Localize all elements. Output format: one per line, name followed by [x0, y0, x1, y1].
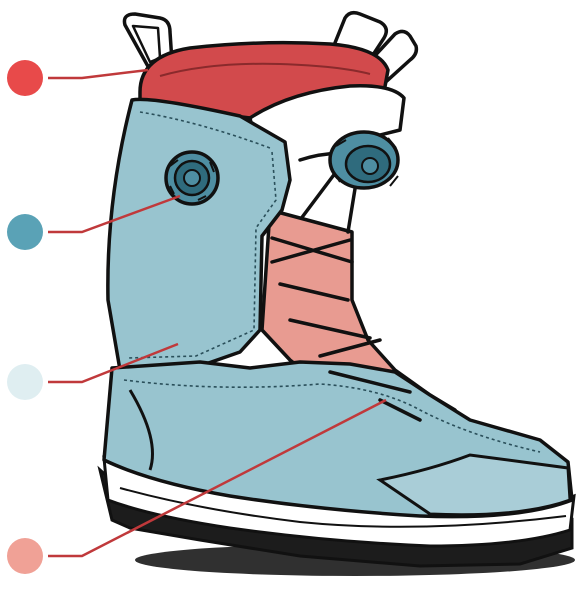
tongue-color-swatch — [7, 538, 43, 574]
front-boa-dial — [330, 132, 398, 188]
cuff-color-leader-line — [48, 70, 148, 78]
side-boa-dial — [166, 152, 218, 204]
dial-color-swatch — [7, 214, 43, 250]
cuff-color-swatch — [7, 60, 43, 96]
shell-color-swatch — [7, 364, 43, 400]
